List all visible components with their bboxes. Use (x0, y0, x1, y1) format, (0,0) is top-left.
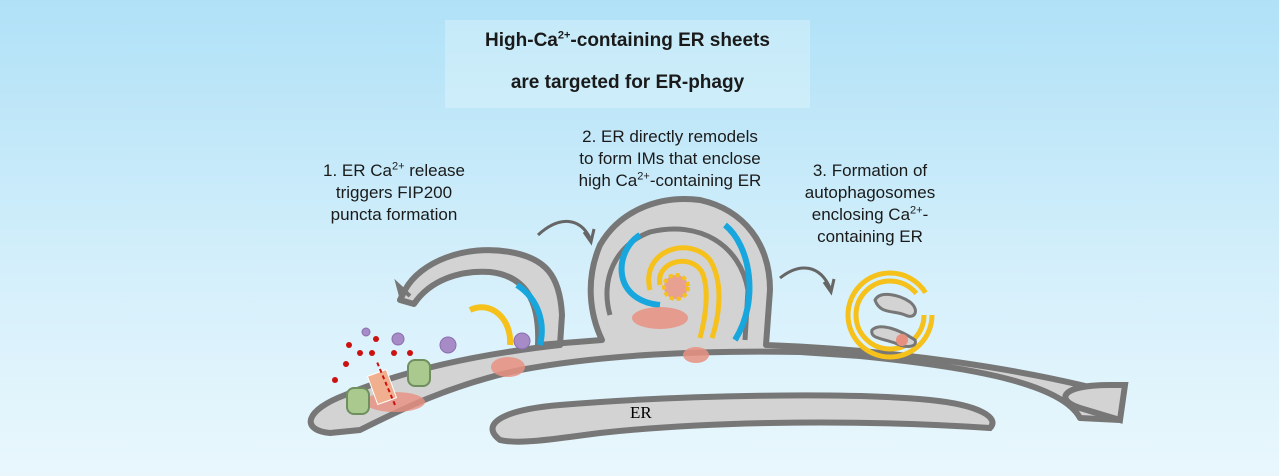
fip200-puncta (361, 327, 531, 354)
er-tip-arrow (394, 278, 412, 301)
arrow-head (582, 228, 596, 246)
text: 3. Formation of (812, 161, 928, 180)
er-right-fragment (1062, 382, 1129, 424)
isolation-membrane (646, 245, 722, 339)
text: enclosing Ca (811, 205, 911, 224)
text: release (404, 161, 465, 180)
ca-region (632, 307, 688, 329)
text: autophagosomes (804, 183, 936, 202)
engulfed-er (873, 292, 917, 318)
ca-region (491, 357, 525, 377)
arrow-head (822, 278, 836, 296)
title-box: High-Ca2+-containing ER sheets are targe… (445, 20, 810, 108)
ca-region (683, 347, 709, 363)
er-blue-domain (515, 282, 545, 346)
superscript: 2+ (910, 204, 923, 217)
ca-region (896, 334, 908, 346)
isolation-membrane (657, 258, 709, 339)
autophagosome-outer (845, 270, 935, 360)
step-arrow (536, 219, 592, 239)
text: to form IMs that enclose (579, 149, 761, 168)
er-fragment (662, 273, 690, 301)
ca-ions (332, 336, 413, 383)
text: - (922, 205, 929, 224)
title-text: High-Ca (485, 30, 558, 51)
superscript: 2+ (557, 29, 571, 42)
engulfed-er (870, 325, 917, 348)
er-blue-domain (722, 222, 753, 342)
title-line-2: are targeted for ER-phagy (510, 72, 745, 93)
text: containing ER (817, 227, 923, 246)
title-line-1: High-Ca2+-containing ER sheets (445, 20, 810, 62)
step-arrow (779, 266, 832, 289)
er-lower-sheet (489, 392, 996, 445)
text: 1. ER Ca (322, 161, 392, 180)
ip3r-channel (366, 368, 398, 406)
superscript: 2+ (391, 160, 405, 173)
channel-protein (346, 359, 431, 415)
step-2-label: 2. ER directly remodels to form IMs that… (555, 126, 785, 192)
text: triggers FIP200 (335, 183, 453, 202)
text: -containing ER (649, 171, 762, 190)
title-text: -containing ER sheets (570, 30, 770, 51)
text: high Ca (578, 171, 638, 190)
er-blue-domain (618, 232, 661, 308)
step-1-label: 1. ER Ca2+ release triggers FIP200 punct… (308, 160, 480, 226)
isolation-membrane (468, 304, 514, 346)
superscript: 2+ (637, 170, 650, 183)
text: puncta formation (330, 205, 458, 224)
text: 2. ER directly remodels (582, 127, 758, 146)
er-label: ER (630, 403, 652, 422)
step-3-label: 3. Formation of autophagosomes enclosing… (790, 160, 950, 248)
autophagosome-inner (853, 278, 927, 352)
ca-release-arrow (376, 361, 396, 406)
